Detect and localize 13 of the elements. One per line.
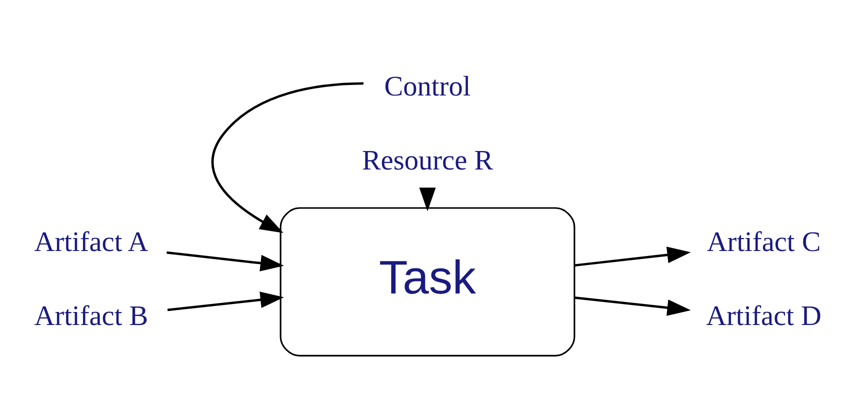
node-text: Artifact C <box>706 227 821 258</box>
arrow <box>212 82 364 234</box>
arrow <box>574 246 691 267</box>
node-text: Control <box>384 71 471 102</box>
arrow <box>166 251 284 272</box>
arrow <box>167 292 284 312</box>
node-text: Resource R <box>362 145 494 176</box>
node-box: Task <box>280 207 576 356</box>
node-text: Artifact A <box>34 227 148 258</box>
arrow <box>574 296 691 316</box>
node-text: Artifact B <box>34 300 148 332</box>
arrow <box>419 188 436 212</box>
node-text: Artifact D <box>706 300 822 332</box>
